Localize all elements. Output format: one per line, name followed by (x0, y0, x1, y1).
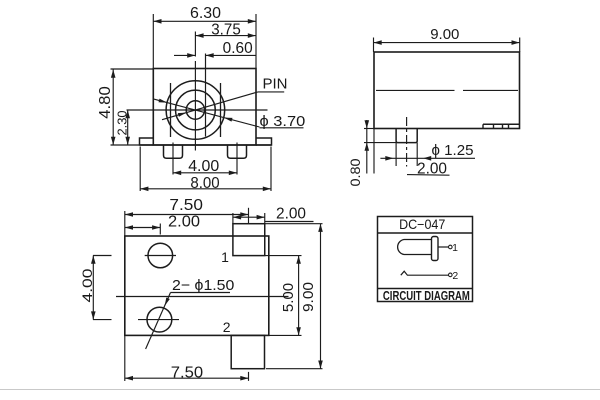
svg-text:1: 1 (452, 242, 458, 254)
svg-text:2.00: 2.00 (417, 160, 447, 177)
svg-text:9.00: 9.00 (300, 282, 317, 312)
svg-text:ϕ 3.70: ϕ 3.70 (260, 113, 306, 130)
svg-text:2: 2 (452, 270, 458, 282)
svg-text:9.00: 9.00 (430, 26, 459, 43)
svg-text:8.00: 8.00 (190, 175, 219, 192)
svg-text:DC−047: DC−047 (399, 217, 445, 232)
svg-text:0.60: 0.60 (223, 40, 253, 57)
svg-text:ϕ 1.25: ϕ 1.25 (432, 142, 474, 159)
svg-text:2.00: 2.00 (168, 213, 200, 230)
svg-text:2− ϕ1.50: 2− ϕ1.50 (172, 277, 234, 294)
svg-text:4.00: 4.00 (188, 158, 219, 175)
svg-text:PIN: PIN (262, 75, 287, 92)
svg-text:7.50: 7.50 (171, 365, 204, 382)
svg-text:2: 2 (223, 319, 231, 335)
svg-text:CIRCUIT DIAGRAM: CIRCUIT DIAGRAM (383, 288, 470, 303)
svg-text:3.75: 3.75 (211, 21, 241, 38)
svg-text:6.30: 6.30 (190, 5, 221, 22)
svg-text:2.00: 2.00 (276, 206, 306, 223)
svg-text:7.50: 7.50 (169, 197, 203, 214)
svg-text:1: 1 (221, 249, 229, 265)
svg-text:5.00: 5.00 (281, 283, 297, 312)
svg-text:4.00: 4.00 (79, 268, 95, 302)
svg-text:2.30: 2.30 (115, 111, 130, 136)
svg-text:4.80: 4.80 (97, 86, 114, 119)
svg-text:0.80: 0.80 (348, 159, 363, 187)
